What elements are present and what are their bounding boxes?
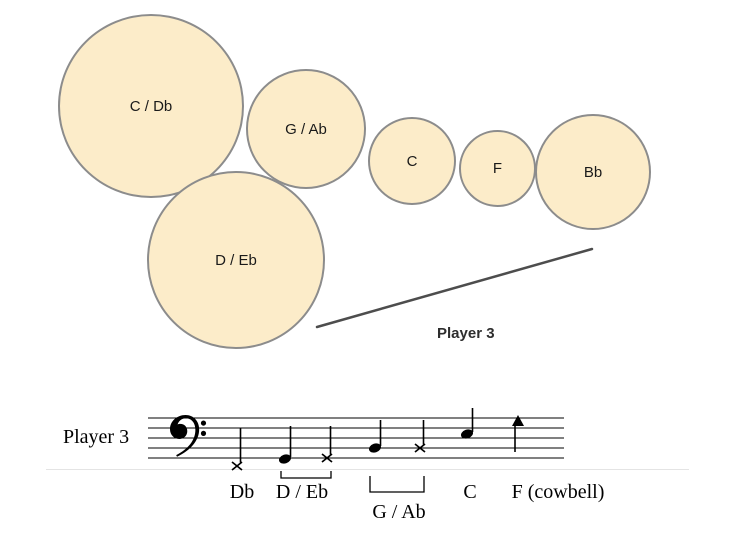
circle-c-db: C / Db (58, 14, 244, 198)
circle-label-f: F (492, 160, 503, 177)
circle-label-d-eb: D / Eb (215, 251, 257, 269)
note-x-db (231, 428, 243, 471)
circle-g-ab: G / Ab (246, 69, 366, 189)
note-label-db: Db (229, 481, 255, 503)
circle-c: C (368, 117, 456, 205)
circle-f: F (459, 130, 536, 207)
note-filled-g (368, 420, 382, 453)
note-triangle-f (512, 415, 524, 452)
note-label-c: C (463, 481, 477, 503)
pointer-line (315, 247, 594, 329)
note-label-f-cowbell: F (cowbell) (511, 481, 605, 503)
circle-label-c-db: C / Db (129, 97, 173, 115)
staff-player-label: Player 3 (63, 426, 130, 448)
divider-line (46, 469, 689, 470)
note-label-g-ab: G / Ab (372, 501, 426, 523)
circle-label-bb: Bb (583, 163, 603, 181)
bracket-g-ab (369, 476, 425, 493)
bracket-d-eb (280, 471, 332, 479)
circle-d-eb: D / Eb (147, 171, 325, 349)
circle-label-g-ab: G / Ab (285, 120, 327, 138)
note-x-eb (321, 426, 333, 463)
note-x-ab (414, 420, 426, 453)
bass-clef-icon (170, 415, 207, 457)
note-filled-d (278, 426, 292, 464)
note-filled-c (460, 408, 474, 439)
staff-lines (148, 417, 564, 459)
music-staff (148, 408, 564, 493)
circle-label-c: C (406, 152, 418, 170)
note-label-d-eb: D / Eb (275, 481, 329, 503)
diagram-player-label: Player 3 (437, 325, 495, 342)
circle-bb: Bb (535, 114, 651, 230)
